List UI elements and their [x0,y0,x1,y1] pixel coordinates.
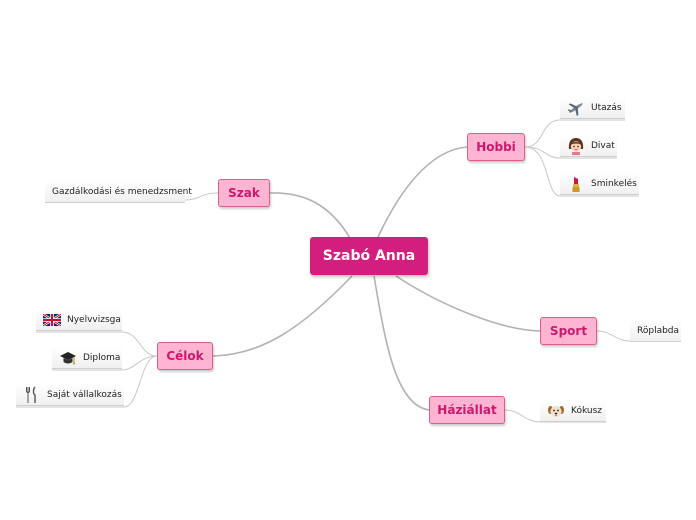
branch-sport[interactable]: Sport [540,317,597,345]
connector-hobbi-leaf-1 [524,119,625,148]
branch-hobbi[interactable]: Hobbi [467,133,525,161]
leaf-sminkeles-label: Sminkelés [591,178,637,189]
connector-szak-leaf [45,192,219,201]
leaf-nyelvvizsga[interactable]: Nyelvvizsga [36,309,122,331]
connector-sport-leaf [596,330,681,342]
connector-haziallat [373,275,430,411]
connector-hobbi-leaf-2 [524,146,617,159]
connector-hobbi-leaf-3 [524,146,639,197]
leaf-sminkeles[interactable]: Sminkelés [560,173,639,195]
branch-celok-label: Célok [166,349,204,363]
connector-szak [269,192,351,239]
leaf-divat[interactable]: Divat [560,135,617,157]
leaf-utazas-label: Utazás [591,102,622,113]
connector-hobbi [377,146,468,238]
leaf-gazdalkodasi-label: Gazdálkodási és menedzsment [52,186,192,197]
connector-celok-leaf-1 [36,331,158,357]
dog-icon [547,402,565,420]
branch-szak[interactable]: Szak [218,179,270,207]
connector-haziallat-leaf [504,409,606,423]
graduation-cap-icon [59,349,77,367]
connector-celok-leaf-2 [52,355,158,371]
fork-knife-icon [23,386,41,404]
leaf-divat-label: Divat [591,140,615,151]
connector-celok-leaf-3 [16,355,158,408]
leaf-kokusz-label: Kókusz [571,405,603,416]
leaf-roplabda[interactable]: Röplabda [630,320,681,342]
leaf-roplabda-label: Röplabda [637,325,680,336]
leaf-diploma-label: Diploma [83,352,121,363]
leaf-sajat-vallalkozas[interactable]: Saját vállalkozás [16,384,124,406]
leaf-kokusz[interactable]: Kókusz [540,400,606,422]
central-node[interactable]: Szabó Anna [310,237,428,275]
girl-face-icon [567,137,585,155]
uk-flag-icon [43,311,61,329]
leaf-nyelvvizsga-label: Nyelvvizsga [67,314,121,325]
connector-sport [395,275,541,332]
branch-haziallat-label: Háziállat [437,403,497,417]
central-node-label: Szabó Anna [322,248,416,264]
branch-celok[interactable]: Célok [157,342,213,370]
leaf-gazdalkodasi[interactable]: Gazdálkodási és menedzsment [45,181,192,203]
branch-hobbi-label: Hobbi [476,140,516,154]
leaf-utazas[interactable]: Utazás [560,97,625,119]
airplane-icon [567,99,585,117]
branch-sport-label: Sport [549,324,588,338]
branch-szak-label: Szak [228,186,260,200]
lipstick-icon [567,175,585,193]
branch-haziallat[interactable]: Háziállat [429,396,505,424]
connector-celok [212,275,353,357]
leaf-sajat-vallalkozas-label: Saját vállalkozás [47,389,122,400]
leaf-diploma[interactable]: Diploma [52,347,122,369]
